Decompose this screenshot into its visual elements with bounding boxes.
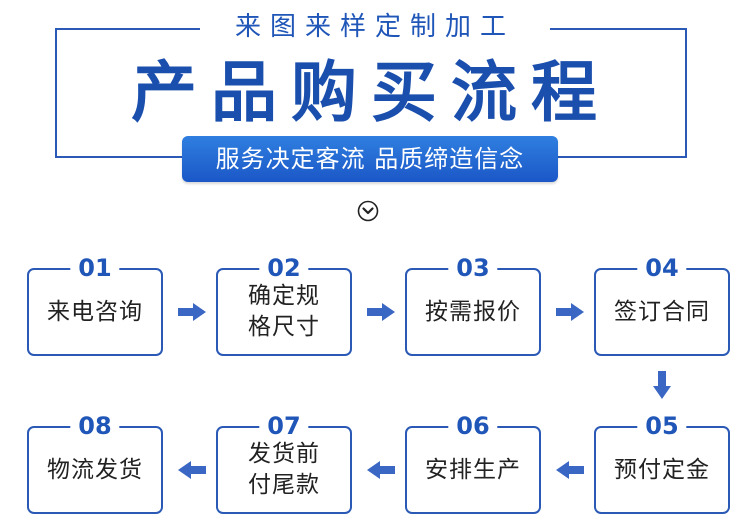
arrow-down-icon [653,371,671,399]
step-label: 按需报价 [425,298,521,325]
step-number: 02 [259,254,309,282]
arrow-right-icon [367,303,395,321]
step-number: 01 [70,254,120,282]
step-number: 04 [637,254,687,282]
step-label: 预付定金 [614,456,710,483]
step-number: 08 [70,412,120,440]
arrow-left-icon [367,461,395,479]
step-number: 07 [259,412,309,440]
arrow-left-icon [556,461,584,479]
step-number: 06 [448,412,498,440]
step-number: 05 [637,412,687,440]
slogan-banner: 服务决定客流 品质缔造信念 [182,136,558,182]
step-label: 来电咨询 [47,298,143,325]
chevron-down-circle-icon [357,200,379,222]
step-card-07: 07 发货前 付尾款 [216,412,352,514]
page-title: 产品购买流程 [131,54,611,131]
arrow-left-icon [178,461,206,479]
step-label: 安排生产 [425,456,521,483]
step-card-08: 08 物流发货 [27,412,163,514]
arrow-right-icon [556,303,584,321]
step-card-05: 05 预付定金 [594,412,730,514]
step-number: 03 [448,254,498,282]
arrow-right-icon [178,303,206,321]
step-card-02: 02 确定规 格尺寸 [216,254,352,356]
top-label: 来图来样定制加工 [200,10,550,44]
step-card-06: 06 安排生产 [405,412,541,514]
step-card-01: 01 来电咨询 [27,254,163,356]
step-label: 确定规 格尺寸 [248,283,320,340]
step-label: 发货前 付尾款 [248,441,320,498]
step-label: 签订合同 [614,298,710,325]
step-card-04: 04 签订合同 [594,254,730,356]
step-card-03: 03 按需报价 [405,254,541,356]
step-label: 物流发货 [47,456,143,483]
